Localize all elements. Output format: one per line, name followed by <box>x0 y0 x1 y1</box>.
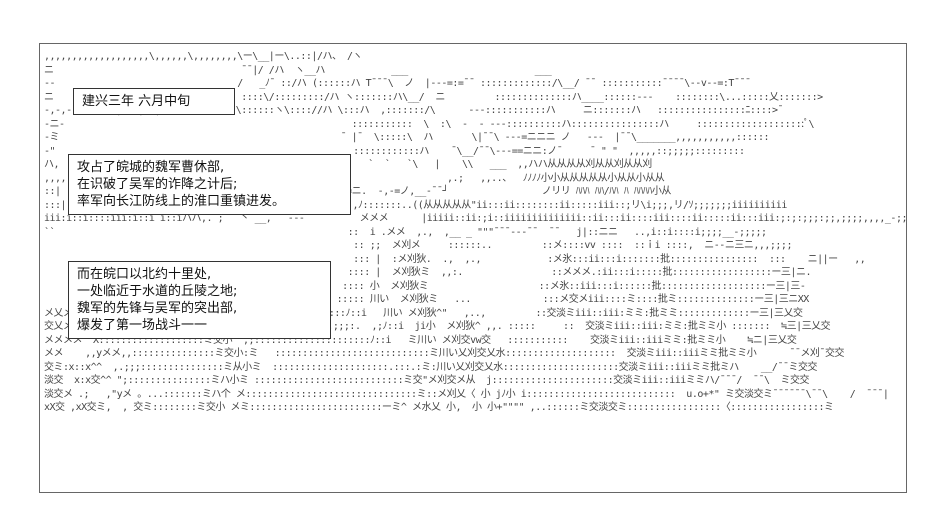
narration-1-line-1: 攻占了皖城的魏军曹休部, <box>77 160 225 175</box>
manga-panel-frame: ,,,,,,,,,,,,,,,,,,,\,,,,,,\,,,,,,,,\ー\__… <box>39 43 907 493</box>
narration-box-2: 而在皖口以北约十里处, 一处临近于水道的丘陵之地; 魏军的先锋与吴军的突出部, … <box>68 261 331 339</box>
narration-1-line-3: 率军向长江防线上的淮口重镇进发。 <box>77 194 286 209</box>
narration-box-1: 攻占了皖城的魏军曹休部, 在识破了吴军的诈降之计后; 率军向长江防线上的淮口重镇… <box>68 154 351 215</box>
narration-2-line-4: 爆发了第一场战斗一一 <box>77 318 208 333</box>
narration-2-line-1: 而在皖口以北约十里处, <box>77 267 212 282</box>
narration-2-line-2: 一处临近于水道的丘陵之地; <box>77 284 238 299</box>
narration-2-line-3: 魏军的先锋与吴军的突出部, <box>77 301 238 316</box>
narration-1-line-2: 在识破了吴军的诈降之计后; <box>77 177 238 192</box>
date-caption-text: 建兴三年 六月中旬 <box>82 94 191 109</box>
ascii-art-battlefield: ,,,,,,,,,,,,,,,,,,,\,,,,,,\,,,,,,,,\ー\__… <box>44 51 907 413</box>
date-caption-box: 建兴三年 六月中旬 <box>73 88 235 115</box>
